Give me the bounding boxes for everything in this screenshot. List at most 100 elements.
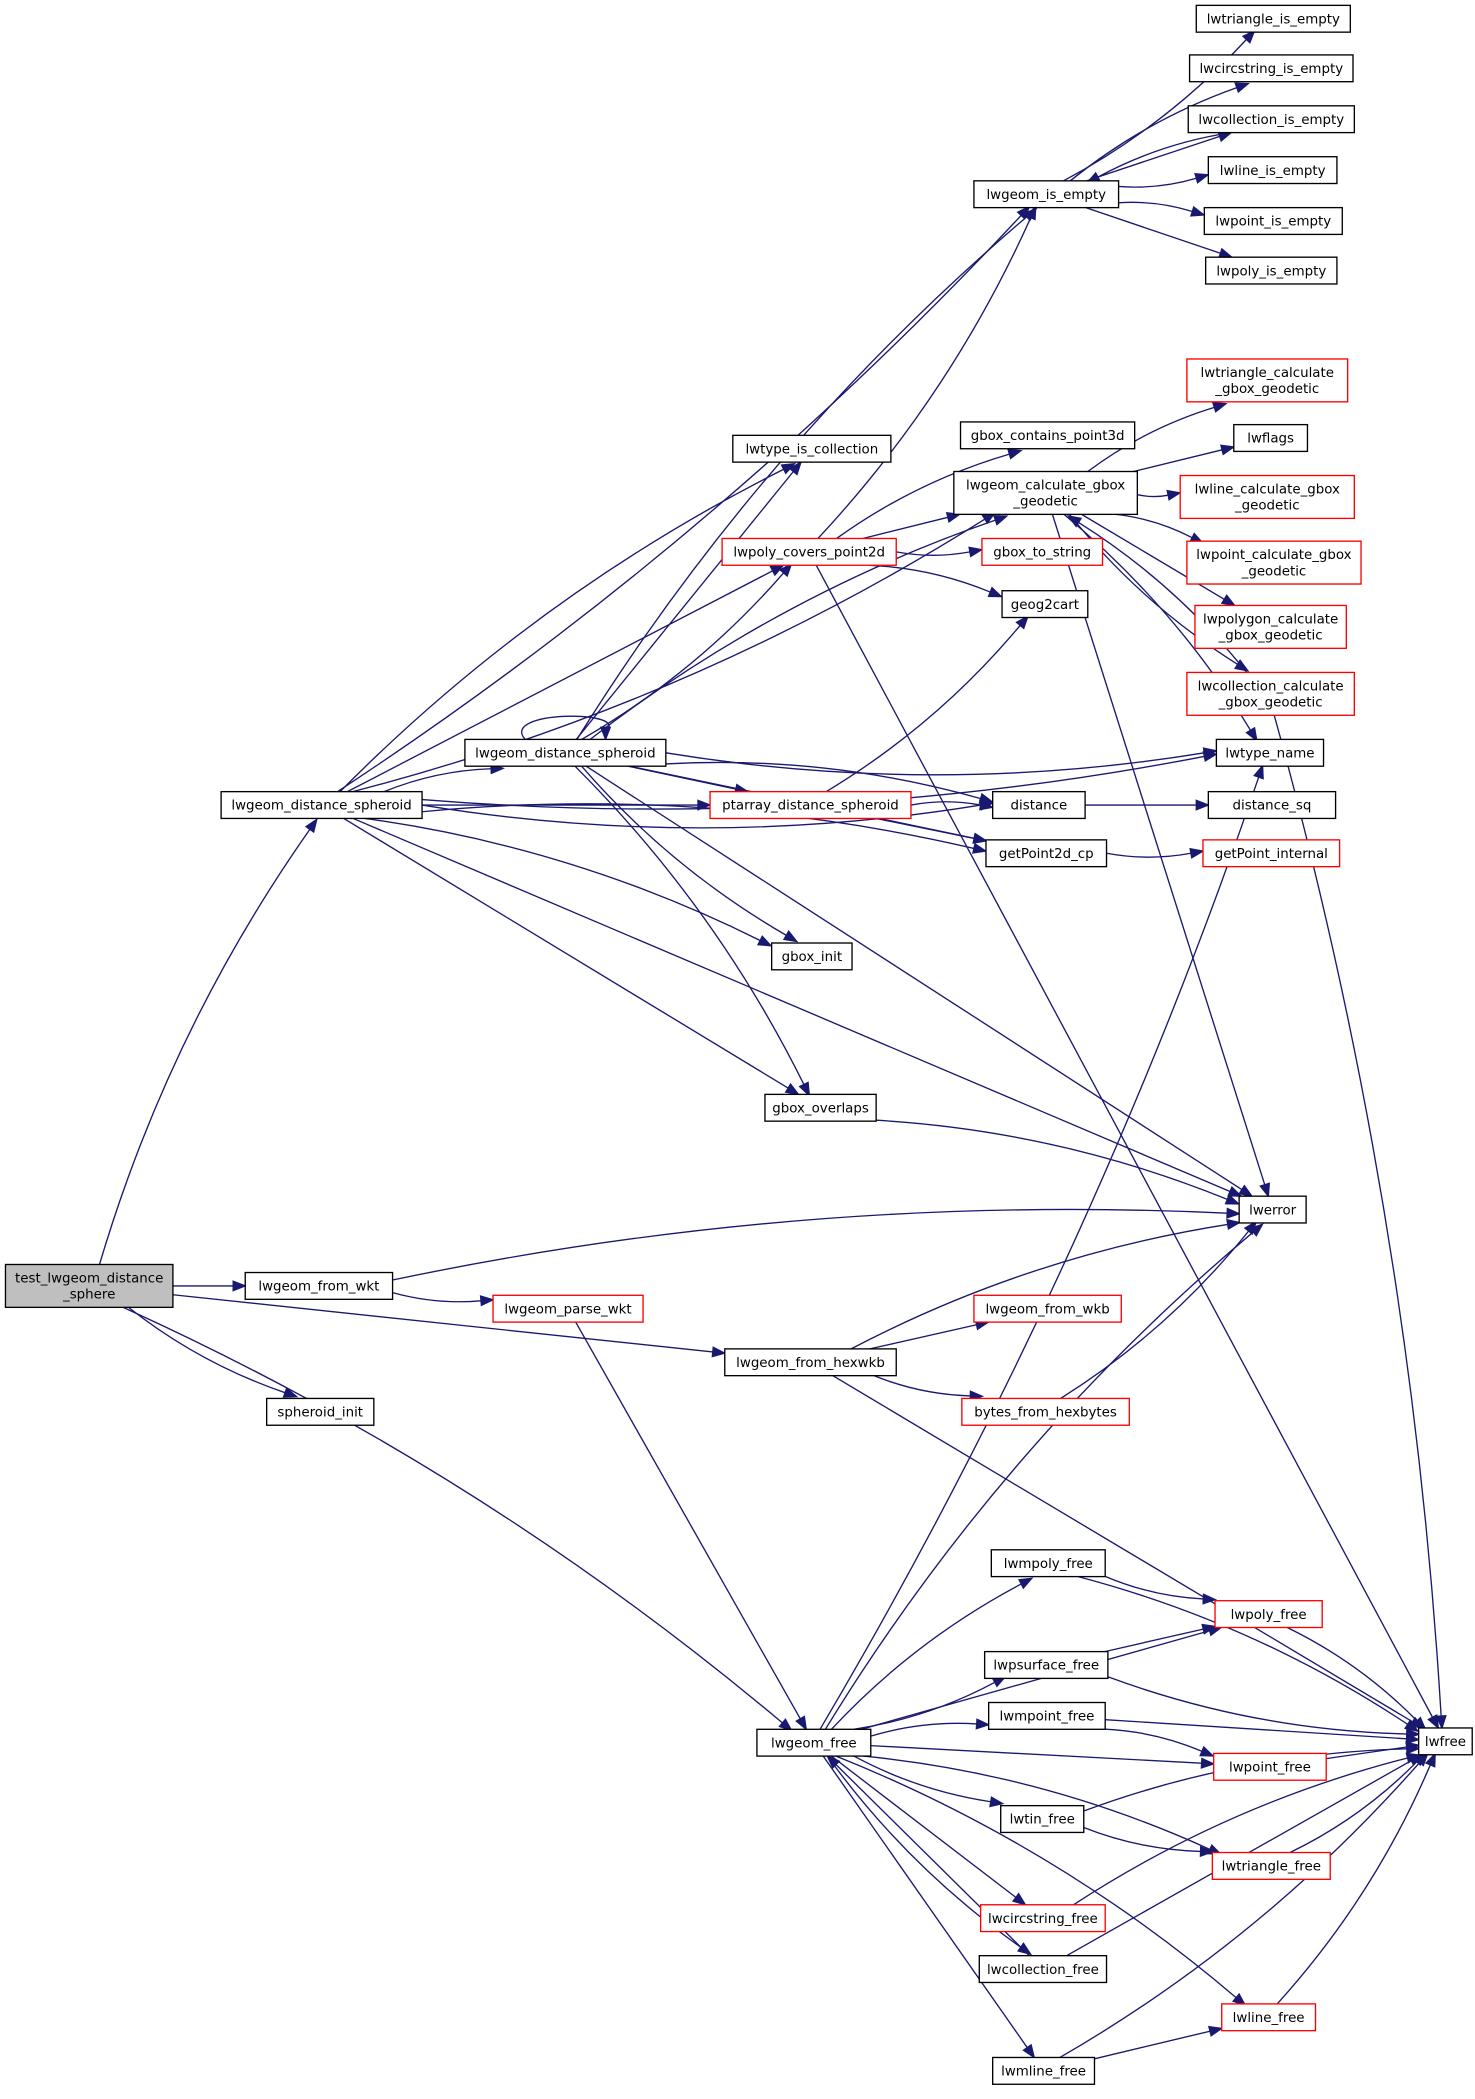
node-lwpsurface-free[interactable]: lwpsurface_free: [983, 1650, 1109, 1680]
node-lwgeom-distance-spheroid-a[interactable]: lwgeom_distance_spheroid: [220, 790, 423, 820]
node-lwgeom-from-wkt[interactable]: lwgeom_from_wkt: [244, 1271, 394, 1300]
edge-line: [1137, 493, 1169, 498]
node-lwcollection-free[interactable]: lwcollection_free: [978, 1955, 1108, 1984]
node-label: bytes_from_hexbytes: [974, 1406, 1117, 1421]
node-gbox-to-string[interactable]: gbox_to_string: [981, 537, 1104, 566]
node-label: lwcircstring_is_empty: [1199, 62, 1343, 77]
node-lwgeom-is-empty[interactable]: lwgeom_is_empty: [973, 180, 1120, 209]
node-lwtriangle-free[interactable]: lwtriangle_free: [1211, 1851, 1331, 1880]
node-label: lwtriangle_free: [1222, 1860, 1321, 1875]
node-lwtype-name[interactable]: lwtype_name: [1215, 738, 1325, 767]
node-lwfree[interactable]: lwfree: [1417, 1727, 1473, 1756]
node-getpoint-internal[interactable]: getPoint_internal: [1202, 839, 1341, 868]
node-lwpolygon-calculate-gbox-geodetic[interactable]: lwpolygon_calculate_gbox_geodetic: [1194, 604, 1347, 649]
node-lwline-calculate-gbox-geodetic[interactable]: lwline_calculate_gbox_geodetic: [1179, 474, 1356, 520]
node-bytes-from-hexbytes[interactable]: bytes_from_hexbytes: [961, 1397, 1130, 1426]
node-lwpoint-calculate-gbox-geodetic[interactable]: lwpoint_calculate_gbox_geodetic: [1186, 540, 1362, 585]
node-lwpoly-is-empty[interactable]: lwpoly_is_empty: [1204, 256, 1338, 285]
node-lwcollection-calculate-gbox-geodetic[interactable]: lwcollection_calculate_gbox_geodetic: [1186, 671, 1356, 716]
node-lwgeom-parse-wkt[interactable]: lwgeom_parse_wkt: [492, 1294, 644, 1323]
node-box: [983, 1650, 1109, 1680]
node-lwcircstring-free[interactable]: lwcircstring_free: [979, 1904, 1106, 1933]
edge-lwgeom-free-to-lwpoint-free: [870, 1744, 1216, 1769]
node-gbox-contains-point3d[interactable]: gbox_contains_point3d: [959, 421, 1136, 450]
edge-line: [910, 801, 981, 806]
node-lwgeom-calculate-gbox-geodetic[interactable]: lwgeom_calculate_gbox_geodetic: [953, 470, 1139, 516]
arrowhead-icon: [1245, 726, 1258, 743]
node-getpoint2d-cp[interactable]: getPoint2d_cp: [985, 839, 1108, 868]
arrowhead-icon: [1199, 1845, 1215, 1858]
node-box: [724, 1348, 897, 1377]
node-lwmpoly-free[interactable]: lwmpoly_free: [990, 1549, 1106, 1578]
edge-line: [581, 765, 787, 936]
node-root[interactable]: test_lwgeom_distance_sphere: [4, 1263, 174, 1309]
node-lwcircstring-is-empty[interactable]: lwcircstring_is_empty: [1188, 54, 1354, 83]
edge-lwgeom-distance-spheroid-b-to-lwtype-is-collection: [575, 460, 803, 740]
edge-lwgeom-free-to-lwerror: [824, 1223, 1264, 1730]
node-lwgeom-from-wkb[interactable]: lwgeom_from_wkb: [973, 1294, 1122, 1323]
node-gbox-init[interactable]: gbox_init: [770, 942, 853, 971]
edge-lwmline-free-to-lwline-free: [1094, 2025, 1224, 2060]
node-label: lwpoly_covers_point2d: [733, 546, 885, 561]
edge-line: [861, 1630, 1210, 1730]
edge-line: [1087, 406, 1215, 473]
node-label: _gbox_geodetic: [1218, 629, 1323, 644]
node-lwmline-free[interactable]: lwmline_free: [992, 2056, 1096, 2085]
edge-line: [392, 1208, 1228, 1281]
node-lwtype-is-collection[interactable]: lwtype_is_collection: [732, 434, 892, 463]
arrowhead-icon: [711, 1346, 727, 1358]
node-lwerror[interactable]: lwerror: [1238, 1195, 1307, 1224]
node-lwgeom-distance-spheroid-b[interactable]: lwgeom_distance_spheroid: [464, 738, 667, 767]
edge-line: [352, 518, 986, 793]
node-lwpoly-free[interactable]: lwpoly_free: [1214, 1600, 1323, 1629]
node-lwmpoint-free[interactable]: lwmpoint_free: [987, 1701, 1106, 1730]
arrowhead-icon: [756, 935, 773, 947]
node-lwpoint-is-empty[interactable]: lwpoint_is_empty: [1203, 206, 1343, 236]
node-lwtriangle-is-empty[interactable]: lwtriangle_is_empty: [1195, 4, 1351, 33]
edge-lwgeom-calculate-gbox-geodetic-to-lwpolygon-calculate-gbox-geodetic: [1081, 513, 1237, 607]
node-lwline-free[interactable]: lwline_free: [1221, 2003, 1317, 2032]
edge-line: [1077, 1575, 1409, 1725]
arrowhead-icon: [1166, 489, 1182, 501]
edge-line: [1085, 206, 1221, 254]
edge-root-to-lwgeom-from-wkt: [172, 1280, 248, 1292]
node-lwtriangle-calculate-gbox-geodetic[interactable]: lwtriangle_calculate_gbox_geodetic: [1186, 358, 1349, 403]
edge-line: [870, 1722, 977, 1737]
arrowhead-icon: [1435, 1715, 1447, 1730]
node-lwline-is-empty[interactable]: lwline_is_empty: [1207, 156, 1338, 185]
edge-lwgeom-from-wkt-to-lwgeom-parse-wkt: [392, 1291, 495, 1307]
node-lwpoly-covers-point2d[interactable]: lwpoly_covers_point2d: [721, 537, 897, 566]
arrowhead-icon: [1226, 1218, 1242, 1231]
node-box: [1213, 1752, 1327, 1781]
node-label: lwpoint_free: [1229, 1760, 1311, 1775]
node-lwcollection-is-empty[interactable]: lwcollection_is_empty: [1187, 105, 1356, 134]
node-lwtin-free[interactable]: lwtin_free: [1000, 1804, 1085, 1834]
edge-line: [585, 765, 1243, 1191]
node-label: lwpoly_free: [1231, 1608, 1307, 1623]
node-distance-sq[interactable]: distance_sq: [1207, 790, 1337, 820]
arrowhead-icon: [971, 842, 988, 854]
node-lwflags[interactable]: lwflags: [1233, 423, 1309, 453]
node-lwgeom-free[interactable]: lwgeom_free: [756, 1728, 872, 1757]
node-label: lwpsurface_free: [993, 1659, 1099, 1674]
node-ptarray-distance-spheroid[interactable]: ptarray_distance_spheroid: [709, 790, 912, 820]
node-lwpoint-free[interactable]: lwpoint_free: [1213, 1752, 1327, 1781]
node-spheroid-init[interactable]: spheroid_init: [265, 1397, 375, 1426]
node-geog2cart[interactable]: geog2cart: [1001, 590, 1089, 619]
node-box: [4, 1263, 174, 1309]
node-gbox-overlaps[interactable]: gbox_overlaps: [764, 1093, 877, 1122]
edge-lwgeom-distance-spheroid-b-to-gbox-init: [581, 765, 799, 943]
edge-line: [575, 1321, 801, 1720]
node-distance[interactable]: distance: [992, 790, 1086, 820]
node-box: [1211, 1851, 1331, 1880]
edge-lwgeom-distance-spheroid-a-to-lwgeom-calculate-gbox-geodetic: [352, 511, 997, 793]
edge-line: [817, 217, 1032, 539]
edge-lwgeom-parse-wkt-to-lwgeom-free: [575, 1321, 808, 1731]
node-box: [992, 2056, 1096, 2085]
edge-line: [869, 564, 991, 593]
edge-ptarray-distance-spheroid-to-distance: [910, 799, 995, 811]
node-label: test_lwgeom_distance: [15, 1272, 163, 1287]
node-label: ptarray_distance_spheroid: [722, 799, 899, 814]
node-lwgeom-from-hexwkb[interactable]: lwgeom_from_hexwkb: [724, 1348, 897, 1377]
edge-lwline-free-to-lwfree: [1276, 1752, 1436, 2005]
